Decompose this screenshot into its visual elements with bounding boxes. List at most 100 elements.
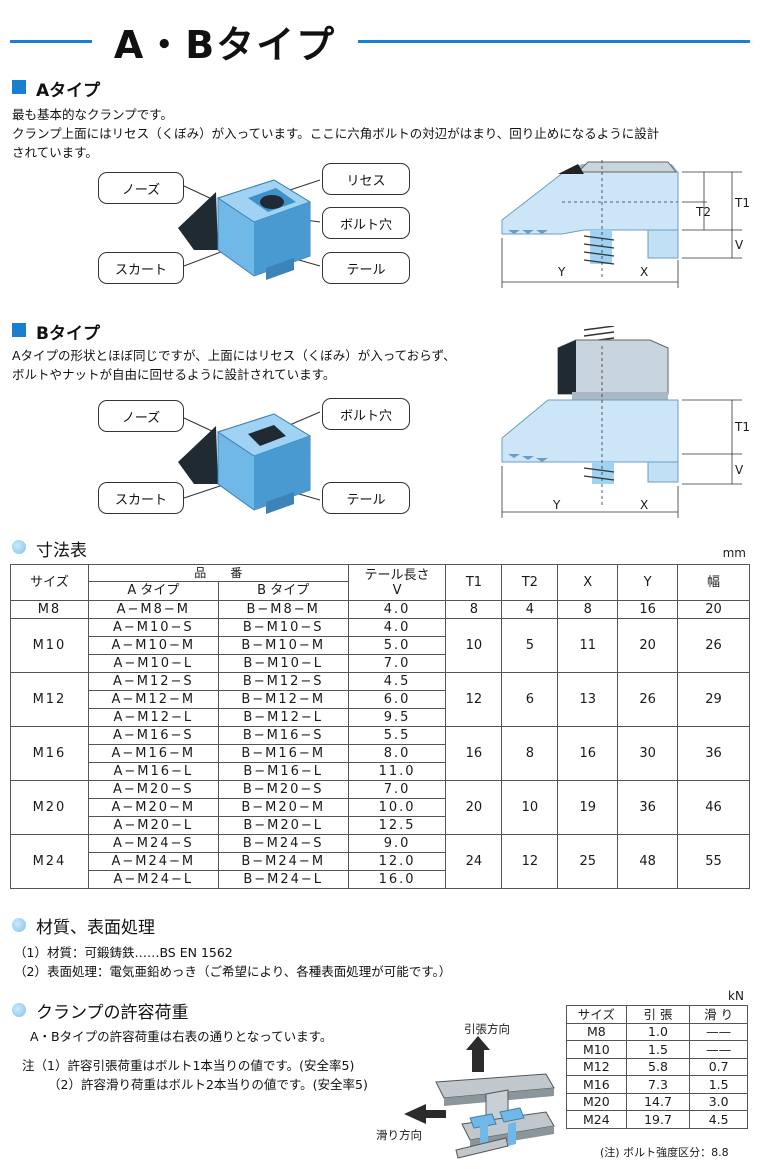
tail-length-cell: 11.0 (347, 762, 447, 781)
a-callout-nose: ノーズ (98, 172, 184, 204)
a-dim-x: X (640, 265, 649, 279)
load-slip-cell: —— (689, 1040, 748, 1059)
b-type-section-drawing (501, 326, 742, 518)
b-type-part-cell: B−M10−L (217, 654, 349, 673)
th-size: サイズ (10, 564, 89, 601)
a-type-part-cell: A−M20−M (87, 798, 219, 817)
a-type-part-cell: A−M12−S (87, 672, 219, 691)
x-cell: 11 (557, 618, 619, 673)
a-type-line-3: されています。 (12, 145, 98, 160)
th-t1: T1 (445, 564, 503, 601)
b-type-description: Aタイプの形状とほぼ同じですが、上面にはリセス（くぼみ）が入っておらず、 ボルト… (12, 346, 456, 384)
b-type-line-1: Aタイプの形状とほぼ同じですが、上面にはリセス（くぼみ）が入っておらず、 (12, 348, 456, 363)
dim-table-unit: mm (722, 546, 746, 560)
b-type-part-cell: B−M16−L (217, 762, 349, 781)
size-cell: M10 (10, 618, 89, 673)
th-a-type: A タイプ (87, 581, 219, 601)
load-tension-cell: 19.7 (625, 1110, 691, 1129)
a-dim-t1: T1 (735, 196, 750, 210)
b-type-line-2: ボルトやナットが自由に回せるように設計されています。 (12, 367, 336, 382)
w-cell: 46 (677, 780, 750, 835)
slip-direction-label: 滑り方向 (376, 1128, 422, 1142)
load-size-cell: M24 (566, 1110, 627, 1129)
b-type-part-cell: B−M12−S (217, 672, 349, 691)
tension-direction-label: 引張方向 (464, 1022, 510, 1036)
material-line-1: （1）材質：可鍛鋳鉄……BS EN 1562 (14, 945, 233, 960)
b-type-part-cell: B−M20−S (217, 780, 349, 799)
t2-cell: 12 (501, 834, 559, 889)
tail-length-cell: 10.0 (347, 798, 447, 817)
load-th-size: サイズ (566, 1005, 627, 1024)
load-table-unit: kN (728, 989, 744, 1003)
tail-length-cell: 16.0 (347, 870, 447, 889)
tail-length-cell: 9.5 (347, 708, 447, 727)
a-type-clamp-illustration (178, 179, 321, 280)
t1-cell: 24 (445, 834, 503, 889)
tail-length-cell: 4.0 (347, 600, 447, 619)
load-th-slip: 滑 り (689, 1005, 748, 1024)
tail-length-cell: 5.0 (347, 636, 447, 655)
w-cell: 36 (677, 726, 750, 781)
b-type-part-cell: B−M16−S (217, 726, 349, 745)
th-tail-label: テール長さ (364, 567, 430, 583)
th-y: Y (617, 564, 679, 601)
material-line-2: （2）表面処理：電気亜鉛めっき（ご希望により、各種表面処理が可能です。） (14, 964, 452, 979)
load-marker (12, 1003, 26, 1017)
b-dim-y: Y (553, 498, 561, 512)
x-cell: 25 (557, 834, 619, 889)
load-size-cell: M16 (566, 1075, 627, 1094)
t2-cell: 10 (501, 780, 559, 835)
th-tail-length: テール長さ V (347, 564, 447, 601)
t1-cell: 20 (445, 780, 503, 835)
load-description: A・Bタイプの許容荷重は右表の通りとなっています。 (30, 1029, 333, 1044)
y-cell: 48 (617, 834, 679, 889)
x-cell: 16 (557, 726, 619, 781)
tail-length-cell: 4.0 (347, 618, 447, 637)
load-note-2: （2）許容滑り荷重はボルト2本当りの値です。(安全率5) (48, 1077, 368, 1092)
section-marker-a (12, 80, 26, 94)
page-title: A・Bタイプ (113, 23, 337, 67)
w-cell: 29 (677, 672, 750, 727)
tail-length-cell: 7.0 (347, 654, 447, 673)
x-cell: 19 (557, 780, 619, 835)
title-rule-left (10, 40, 92, 43)
load-note-1: 注（1）許容引張荷重はボルト1本当りの値です。(安全率5) (22, 1058, 355, 1073)
a-type-part-cell: A−M8−M (87, 600, 219, 619)
a-type-heading: Aタイプ (36, 81, 101, 101)
a-type-part-cell: A−M16−M (87, 744, 219, 763)
tail-length-cell: 7.0 (347, 780, 447, 799)
a-callout-tail: テール (322, 252, 410, 284)
b-type-heading: Bタイプ (36, 324, 100, 344)
b-type-part-cell: B−M10−M (217, 636, 349, 655)
title-rule-right (358, 40, 750, 43)
b-type-part-cell: B−M24−L (217, 870, 349, 889)
tail-length-cell: 5.5 (347, 726, 447, 745)
b-type-part-cell: B−M16−M (217, 744, 349, 763)
load-tension-cell: 7.3 (625, 1075, 691, 1094)
a-type-part-cell: A−M16−S (87, 726, 219, 745)
tail-length-cell: 8.0 (347, 744, 447, 763)
a-type-part-cell: A−M12−M (87, 690, 219, 709)
a-type-part-cell: A−M24−S (87, 834, 219, 853)
beam-clamp-illustration (404, 1036, 555, 1159)
size-cell: M8 (10, 600, 89, 619)
th-part-number: 品 番 (87, 563, 349, 583)
a-type-part-cell: A−M12−L (87, 708, 219, 727)
t2-cell: 4 (501, 600, 559, 619)
load-size-cell: M20 (566, 1092, 627, 1111)
tail-length-cell: 4.5 (347, 672, 447, 691)
b-dim-t1: T1 (735, 420, 750, 434)
a-type-description: 最も基本的なクランプです。 クランプ上面にはリセス（くぼみ）が入っています。ここ… (12, 105, 659, 162)
